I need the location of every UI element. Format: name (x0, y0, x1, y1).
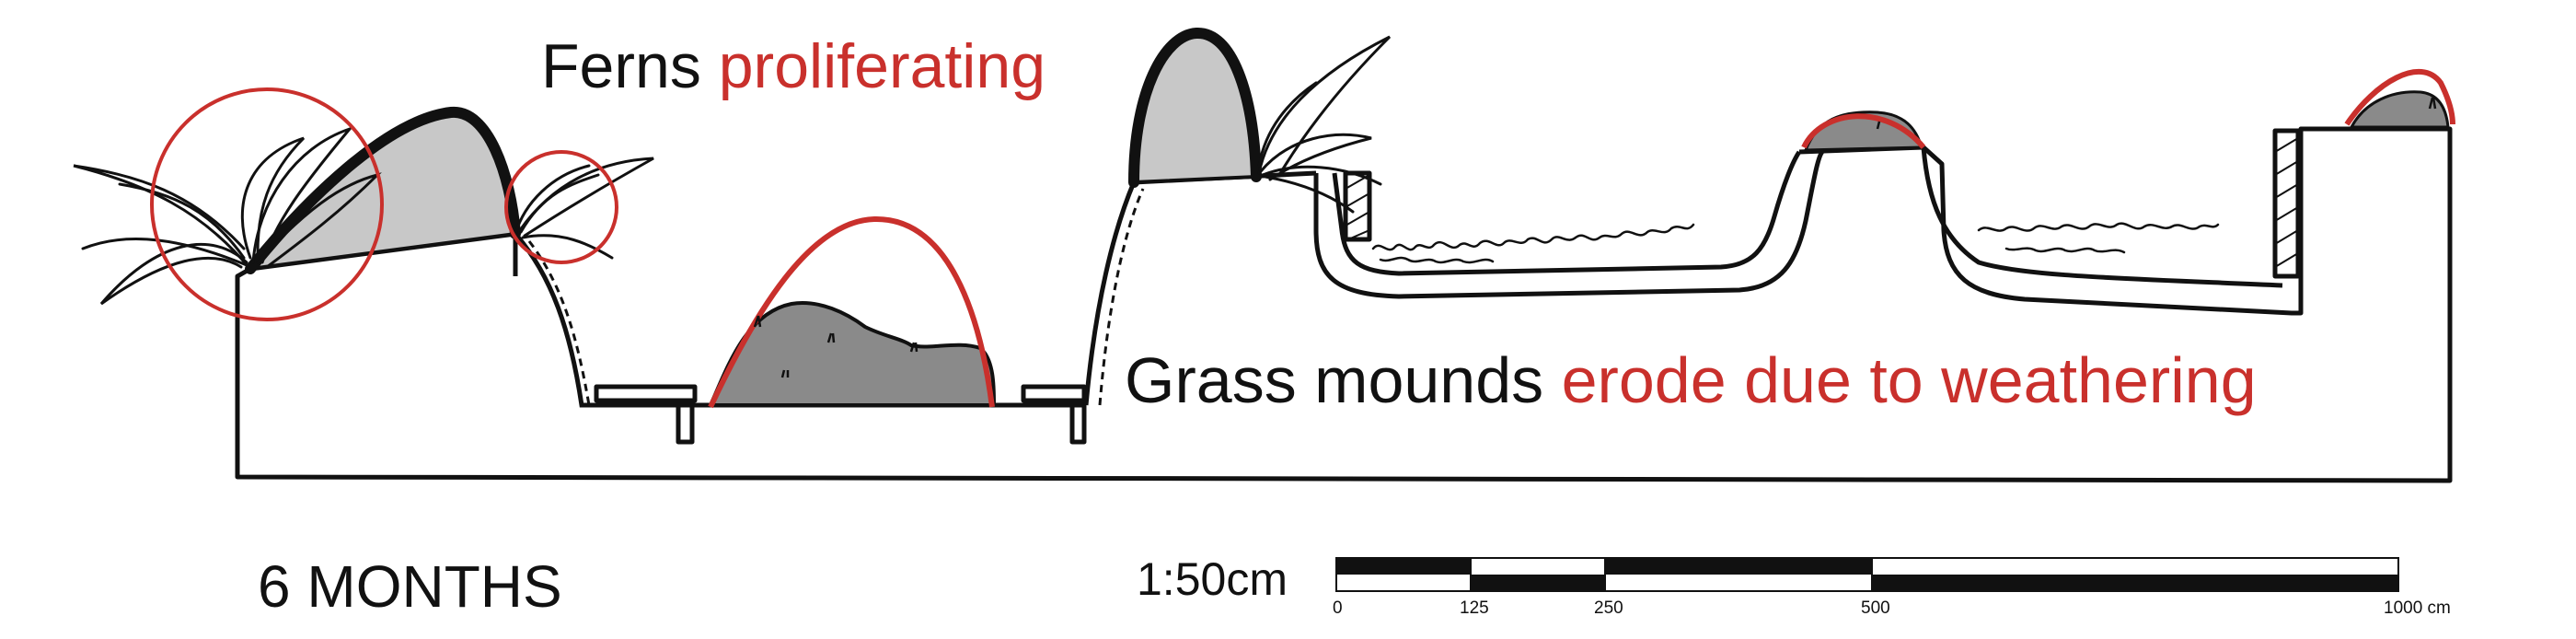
wall-hatching (1345, 137, 2299, 268)
terrace-mound-left-outline (1801, 113, 1926, 149)
ferns-caption-change: proliferating (718, 31, 1046, 101)
fern-icon (514, 157, 654, 260)
period-label: 6 MONTHS (258, 553, 562, 620)
grass-caption-subject: Grass mounds (1125, 344, 1544, 416)
eroded-grass-mound (707, 301, 997, 407)
scale-ratio: 1:50cm (1137, 553, 1288, 605)
arch-grass-mound (1131, 30, 1259, 185)
grass-tufts (753, 97, 2437, 378)
scale-tick-label: 250 (1594, 598, 1623, 618)
terrace-mound-right (2349, 90, 2450, 129)
scale-tick-label: 1000 cm (2384, 598, 2451, 618)
fern-icon (73, 125, 382, 306)
scale-bar-graphic (1335, 557, 2399, 592)
terrace-mound-right-outline (2344, 69, 2455, 126)
fern-highlight-left (150, 87, 384, 321)
scale-tick-label: 500 (1861, 598, 1890, 618)
grass-caption-change: erode due to weathering (1561, 344, 2257, 416)
ferns-caption-subject: Ferns (541, 31, 701, 101)
right-terraces (1313, 126, 2453, 316)
central-wall (1083, 28, 1317, 406)
gravel-fill (1371, 222, 2220, 264)
scale-segment (1605, 558, 1872, 575)
scale-tick-label: 0 (1333, 598, 1343, 618)
site-base (235, 145, 2453, 483)
grass-caption: Grass mounds erode due to weathering (1125, 348, 2257, 412)
scale-segment (1336, 558, 1471, 575)
scale-segment (1872, 575, 2398, 591)
scale-tick-label: 125 (1460, 598, 1489, 618)
fern-highlight-right (504, 150, 618, 264)
ferns-caption: Ferns proliferating (541, 35, 1045, 98)
scale-segment (1471, 575, 1605, 591)
